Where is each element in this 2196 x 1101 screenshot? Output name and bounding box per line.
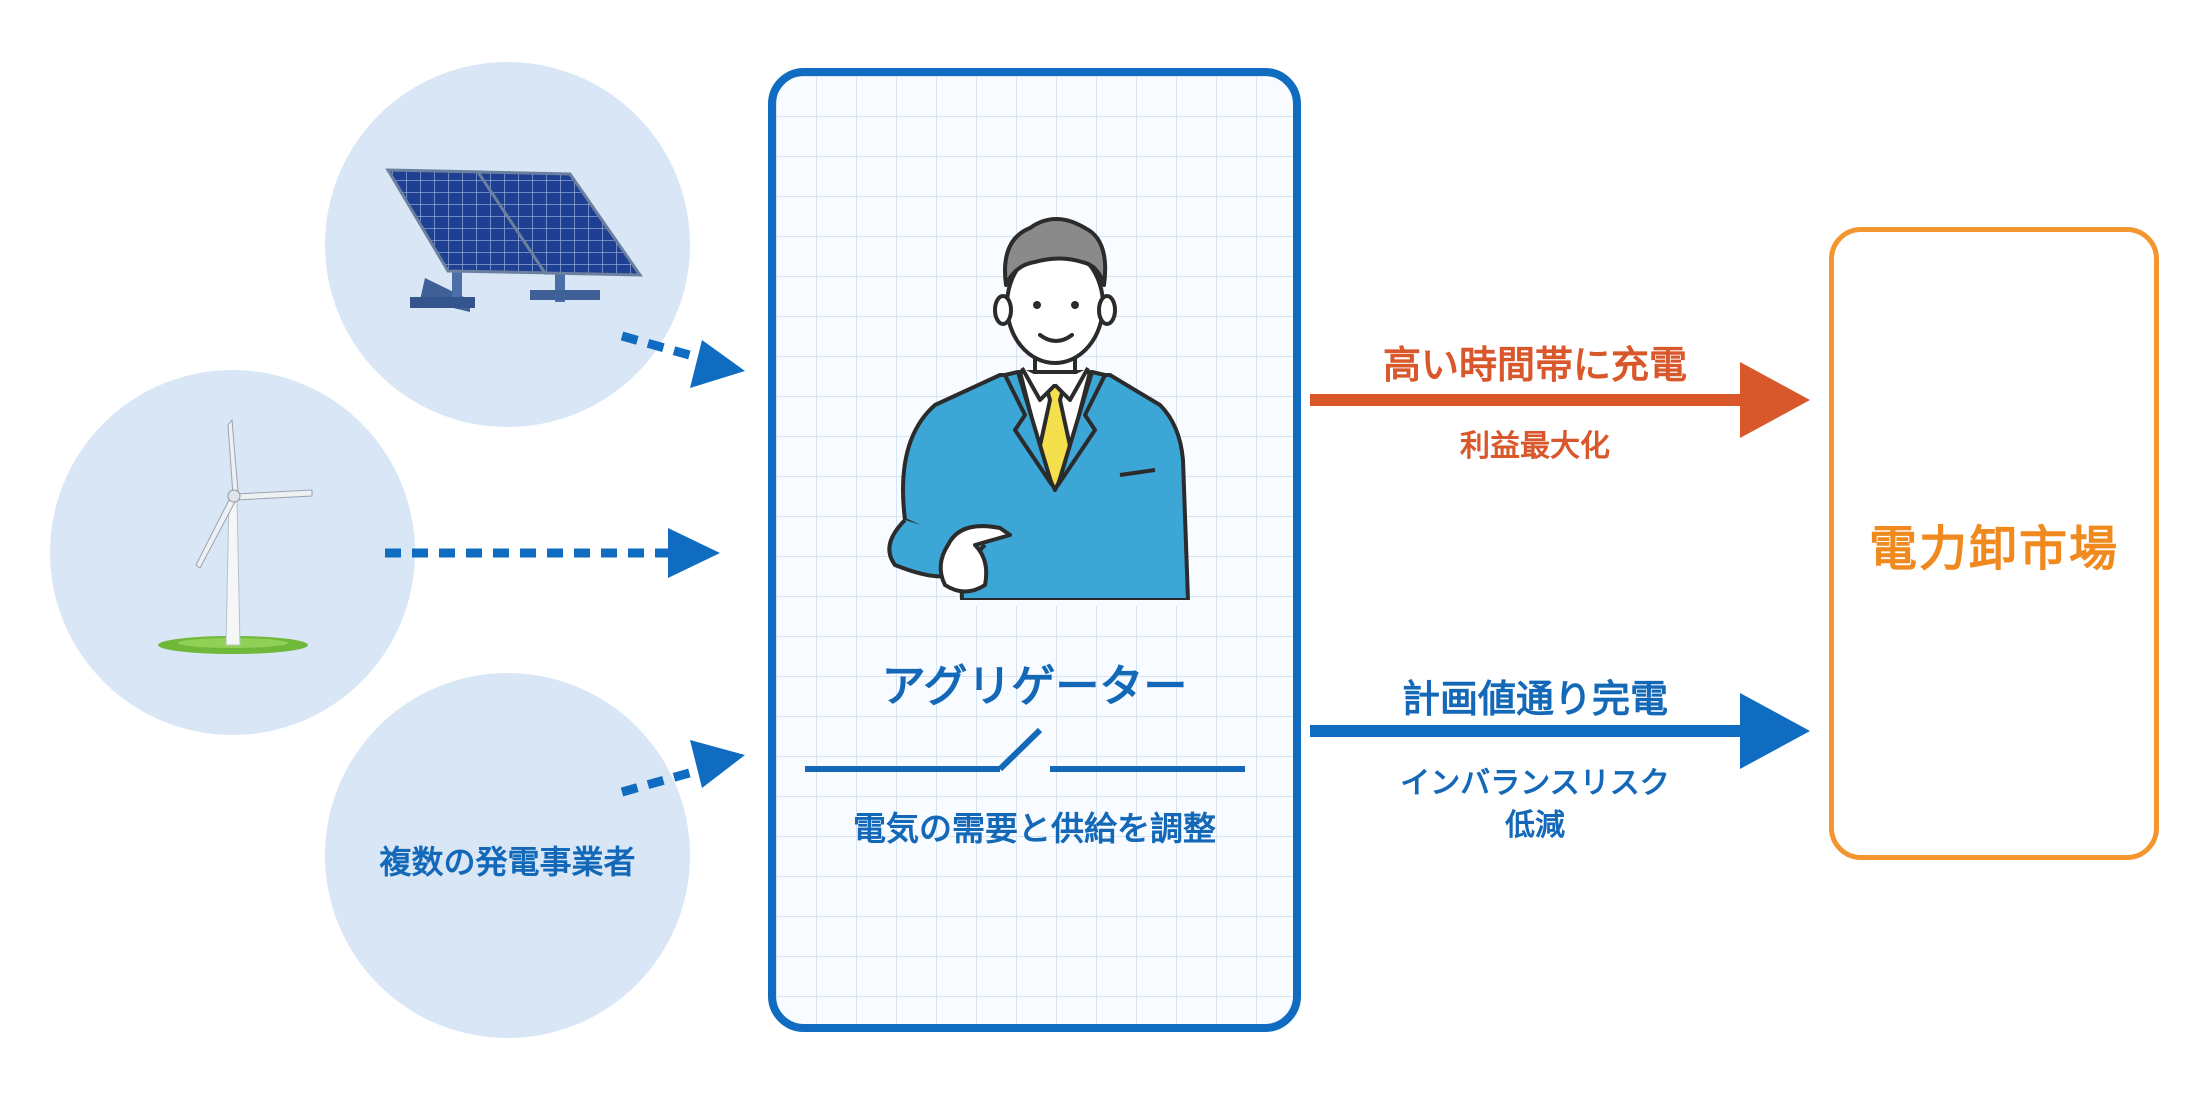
market-label: 電力卸市場	[1868, 520, 2119, 577]
lower-flow-sub-line1: インバランスリスク	[1400, 766, 1670, 801]
wind-circle	[50, 370, 415, 735]
aggregator-title: アグリゲーター	[881, 661, 1188, 712]
upper-flow-main: 高い時間帯に充電	[1382, 343, 1687, 387]
lower-flow-main: 計画値通り完電	[1401, 677, 1668, 721]
aggregator-subtitle: 電気の需要と供給を調整	[853, 809, 1216, 848]
generators-label: 複数の発電事業者	[379, 843, 636, 881]
solar-circle	[325, 62, 690, 427]
market-box: 電力卸市場	[1829, 227, 2159, 860]
aggregator-box	[768, 68, 1301, 1032]
lower-flow-sub-line2: 低減	[1505, 808, 1565, 843]
wind-arrow	[385, 528, 720, 578]
upper-flow-sub: 利益最大化	[1460, 429, 1610, 464]
generators-circle	[325, 673, 690, 1038]
